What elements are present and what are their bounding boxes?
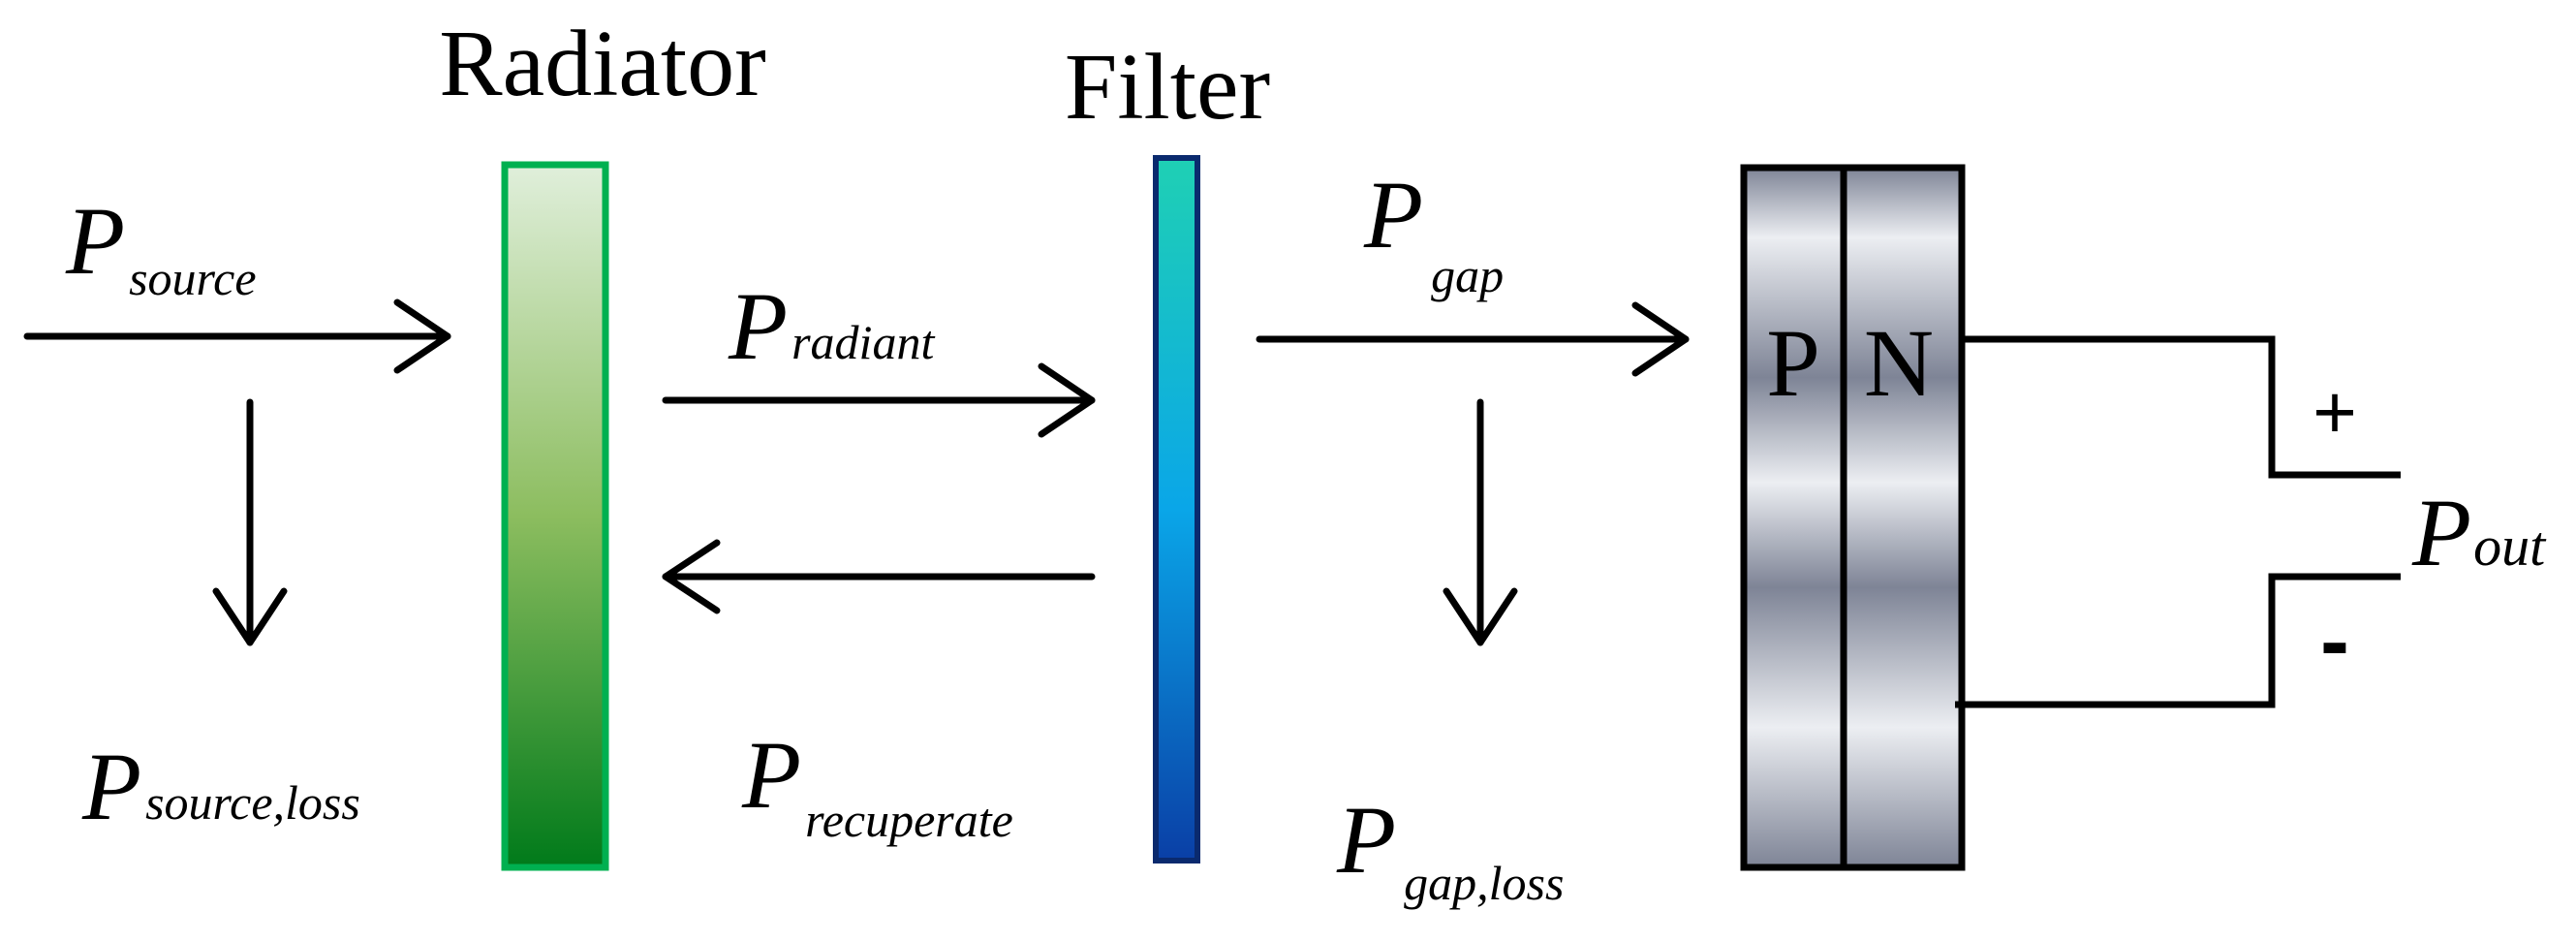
n-layer-label: N bbox=[1864, 309, 1934, 417]
radiant-arrow bbox=[662, 362, 1096, 438]
radiator-bar bbox=[501, 161, 609, 871]
gap-arrow bbox=[1256, 301, 1690, 377]
plus-terminal-label: + bbox=[2312, 369, 2357, 455]
source-arrow bbox=[23, 298, 451, 374]
source-loss-arrow bbox=[212, 398, 288, 646]
positive-wire bbox=[1962, 335, 2401, 479]
negative-wire bbox=[1955, 573, 2401, 708]
filter-bar bbox=[1153, 155, 1200, 864]
minus-terminal-label: - bbox=[2320, 593, 2349, 690]
p-radiant-label: Pradiant bbox=[728, 272, 935, 380]
flow-arrows bbox=[23, 298, 1690, 646]
p-layer-label: P bbox=[1766, 309, 1820, 417]
p-out-label: Pout bbox=[2411, 479, 2547, 586]
n-layer bbox=[1840, 164, 1966, 871]
output-circuit bbox=[1955, 335, 2401, 708]
filter-heading: Filter bbox=[1065, 35, 1270, 140]
recuperate-arrow bbox=[662, 539, 1096, 614]
radiator-heading: Radiator bbox=[439, 12, 765, 116]
p-gap-label: Pgap bbox=[1363, 161, 1504, 302]
p-source-label: Psource bbox=[65, 187, 257, 305]
gap-loss-arrow bbox=[1443, 398, 1518, 646]
p-source-loss-label: Psource,loss bbox=[81, 733, 360, 840]
p-recuperate-label: Precuperate bbox=[741, 721, 1013, 847]
pv-cell: P N bbox=[1740, 164, 1966, 871]
p-layer bbox=[1740, 164, 1847, 871]
